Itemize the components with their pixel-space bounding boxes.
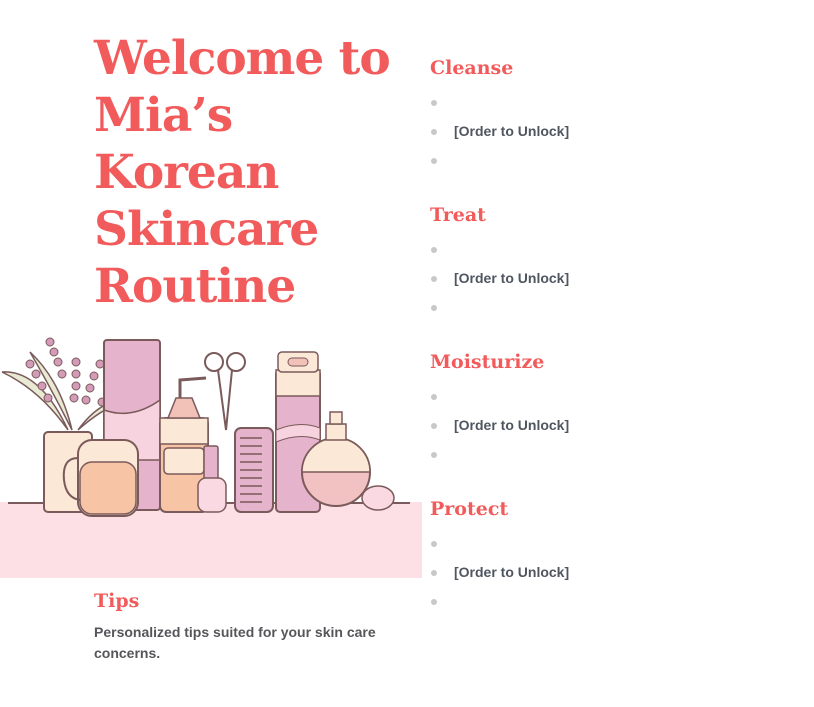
page-title: Welcome to Mia’s Korean Skincare Routine [94, 31, 391, 314]
step-list: [Order to Unlock] [430, 382, 790, 469]
list-item: [Order to Unlock] [430, 558, 790, 587]
list-item: [Order to Unlock] [430, 117, 790, 146]
list-item: [Order to Unlock] [430, 411, 790, 440]
routine-steps: Cleanse [Order to Unlock] Treat [Order t… [430, 56, 790, 644]
tips-body: Personalized tips suited for your skin c… [94, 624, 376, 661]
step-protect: Protect [Order to Unlock] [430, 497, 790, 644]
list-item: [Order to Unlock] [430, 264, 790, 293]
list-item [430, 88, 790, 117]
list-item [430, 587, 790, 616]
tips-heading: Tips [94, 590, 140, 612]
step-heading: Treat [430, 204, 486, 226]
step-heading: Moisturize [430, 351, 545, 373]
tips-section: Tips Personalized tips suited for your s… [94, 590, 404, 664]
step-treat: Treat [Order to Unlock] [430, 203, 790, 350]
list-item [430, 235, 790, 264]
step-list: [Order to Unlock] [430, 235, 790, 322]
list-item [430, 529, 790, 558]
list-item [430, 440, 790, 469]
step-list: [Order to Unlock] [430, 529, 790, 616]
list-item [430, 293, 790, 322]
step-cleanse: Cleanse [Order to Unlock] [430, 56, 790, 203]
step-heading: Cleanse [430, 57, 514, 79]
step-heading: Protect [430, 498, 509, 520]
step-list: [Order to Unlock] [430, 88, 790, 175]
skincare-illustration [0, 330, 422, 578]
step-moisturize: Moisturize [Order to Unlock] [430, 350, 790, 497]
list-item [430, 382, 790, 411]
list-item [430, 146, 790, 175]
